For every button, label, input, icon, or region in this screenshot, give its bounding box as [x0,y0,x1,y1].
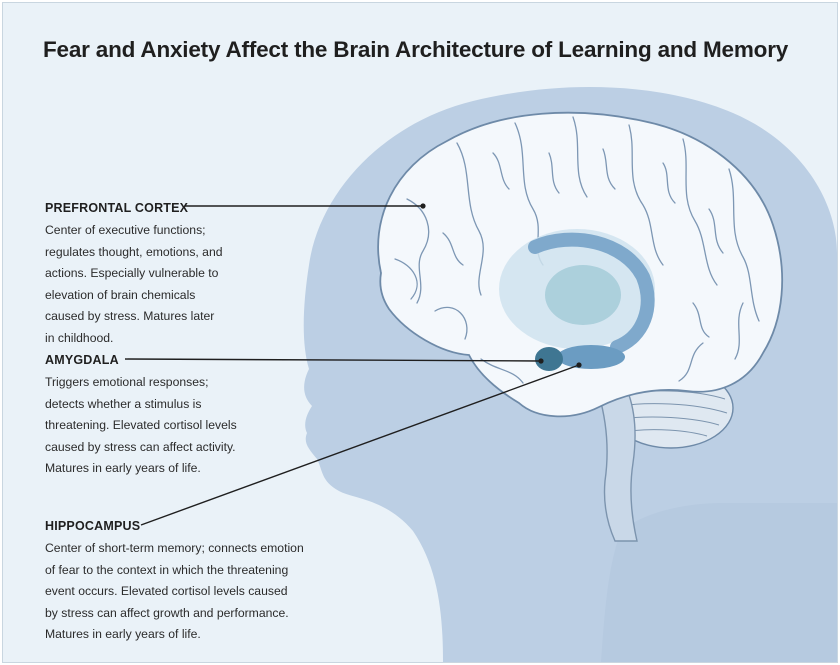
description-line: event occurs. Elevated cortisol levels c… [45,584,288,598]
description-line: caused by stress can affect activity. [45,439,236,454]
description-line: in childhood. [45,330,114,345]
description-line: detects whether a stimulus is [45,396,202,411]
description-line: regulates thought, emotions, and [45,244,223,259]
hippocampus-shape [557,345,625,369]
description-line: Matures in early years of life. [45,461,201,475]
description-line: Center of short-term memory; connects em… [45,541,304,555]
leader-lines [124,205,580,526]
prefrontal-cortex-heading: PREFRONTAL CORTEX [45,201,189,215]
amygdala-description: Triggers emotional responses; detects wh… [45,372,237,480]
hippocampus-callout: HIPPOCAMPUS Center of short-term memory;… [45,519,304,646]
leader-dots [420,203,582,368]
prefrontal-cortex-callout: PREFRONTAL CORTEX Center of executive fu… [45,201,223,349]
description-line: by stress can affect growth and performa… [45,605,289,620]
description-line: caused by stress. Matures later [45,309,215,323]
amygdala-callout: AMYGDALA Triggers emotional responses; d… [45,353,237,480]
description-line: Matures in early years of life. [45,627,201,641]
cortex-folds [394,116,760,384]
description-line: actions. Especially vulnerable to [45,266,219,280]
neck-shade [601,503,837,662]
description-line: threatening. Elevated cortisol levels [45,418,237,432]
description-line: of fear to the context in which the thre… [45,562,289,577]
cerebellum-folds [614,390,728,437]
amygdala-heading: AMYGDALA [45,353,119,367]
infographic-title: Fear and Anxiety Affect the Brain Archit… [43,37,789,62]
thalamus-inner [545,265,621,325]
description-line: elevation of brain chemicals [45,287,196,302]
amygdala-shape [535,347,563,371]
brainstem [598,394,638,542]
prefrontal-cortex-description: Center of executive functions; regulates… [45,220,223,349]
description-line: Triggers emotional responses; [45,375,209,389]
fornix [528,232,655,354]
hippocampus-description: Center of short-term memory; connects em… [45,538,304,646]
brain-illustration [124,87,837,662]
description-line: Center of executive functions; [45,223,206,237]
hippocampus-heading: HIPPOCAMPUS [45,519,141,533]
